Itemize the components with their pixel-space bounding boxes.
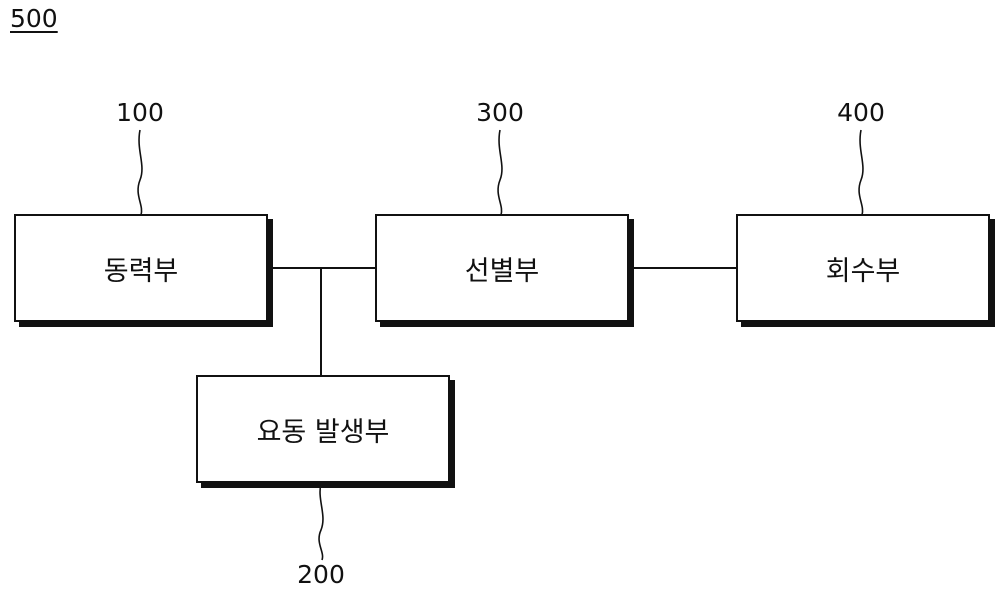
power-unit-block: 동력부 bbox=[14, 214, 268, 322]
recovery-unit-label: 회수부 bbox=[826, 249, 901, 288]
sorting-unit-label: 선별부 bbox=[465, 249, 540, 288]
vibration-generator-label: 요동 발생부 bbox=[257, 410, 390, 449]
leader-line-100 bbox=[138, 130, 142, 215]
recovery-unit-block: 회수부 bbox=[736, 214, 990, 322]
ref-number-300: 300 bbox=[476, 98, 524, 127]
power-unit-label: 동력부 bbox=[104, 249, 179, 288]
leader-line-300 bbox=[498, 130, 502, 215]
ref-number-400: 400 bbox=[837, 98, 885, 127]
sorting-unit-block: 선별부 bbox=[375, 214, 629, 322]
leader-line-200 bbox=[319, 483, 323, 560]
ref-number-100: 100 bbox=[116, 98, 164, 127]
vibration-generator-block: 요동 발생부 bbox=[196, 375, 450, 483]
ref-number-200: 200 bbox=[297, 560, 345, 589]
leader-line-400 bbox=[859, 130, 863, 215]
